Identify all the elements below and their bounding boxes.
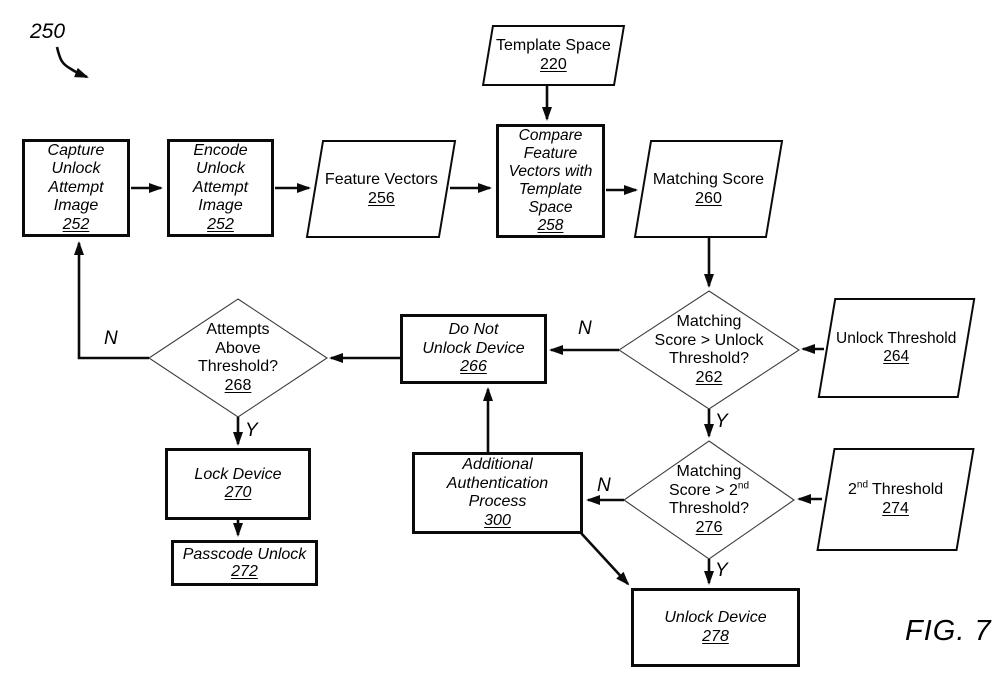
node-do-not-unlock-device: Do Not Unlock Device 266 (400, 314, 547, 384)
arrow-300-to-278-diagonal (580, 532, 630, 586)
figure-caption: FIG. 7 (905, 615, 992, 647)
node-label: Matching Score > 2nd Threshold? 276 (668, 463, 750, 536)
node-unlock-device: Unlock Device 278 (631, 588, 800, 667)
decision-matching-score-unlock-threshold: Matching Score > Unlock Threshold? 262 (629, 302, 789, 398)
node-label: Matching Score > Unlock Threshold? 262 (654, 313, 764, 386)
node-label: Capture Unlock Attempt Image 252 (47, 141, 105, 233)
branch-label-no-262: N (578, 318, 592, 339)
node-label: Unlock Device 278 (664, 609, 767, 645)
node-ref-number: 276 (695, 518, 723, 536)
node-label: Encode Unlock Attempt Image 252 (192, 141, 249, 233)
node-ref-number: 252 (207, 215, 234, 233)
node-ref-number: 220 (540, 55, 567, 73)
node-matching-score: Matching Score 260 (633, 140, 784, 238)
node-template-space: Template Space 220 (481, 25, 626, 86)
decision-matching-score-second-threshold: Matching Score > 2nd Threshold? 276 (634, 452, 784, 548)
node-ref-number: 258 (537, 217, 564, 234)
node-ref-number: 260 (695, 189, 722, 206)
node-passcode-unlock: Passcode Unlock 272 (171, 540, 318, 586)
figure-reference-number: 250 (30, 20, 66, 43)
node-additional-authentication-process: Additional Authentication Process 300 (412, 452, 583, 534)
node-ref-number: 266 (460, 358, 487, 376)
node-label: Do Not Unlock Device 266 (422, 321, 525, 376)
node-ref-number: 272 (231, 563, 258, 580)
node-lock-device: Lock Device 270 (165, 448, 311, 520)
node-unlock-threshold: Unlock Threshold 264 (817, 298, 976, 398)
node-ref-number: 264 (883, 348, 910, 365)
arrow-268-no-return-to-capture (74, 241, 149, 360)
node-compare-feature-vectors: Compare Feature Vectors with Template Sp… (496, 124, 605, 238)
node-ref-number: 262 (695, 368, 723, 386)
node-label: Passcode Unlock 272 (182, 546, 307, 580)
node-label: Compare Feature Vectors with Template Sp… (508, 127, 593, 234)
branch-label-no-276: N (597, 475, 611, 496)
branch-label-no-268: N (104, 328, 118, 349)
node-ref-number: 278 (702, 627, 729, 645)
decision-attempts-above-threshold: Attempts Above Threshold? 268 (163, 310, 313, 406)
node-label: Attempts Above Threshold? 268 (197, 321, 279, 394)
node-ref-number: 274 (882, 499, 909, 517)
node-label: Additional Authentication Process 300 (446, 456, 549, 529)
node-feature-vectors: Feature Vectors 256 (305, 140, 457, 238)
node-encode-unlock-attempt-image: Encode Unlock Attempt Image 252 (167, 139, 274, 237)
node-ref-number: 252 (62, 215, 90, 233)
node-label: Feature Vectors 256 (324, 170, 438, 207)
node-label: Unlock Threshold 264 (836, 330, 957, 365)
node-capture-unlock-attempt-image: Capture Unlock Attempt Image 252 (22, 139, 130, 237)
node-ref-number: 268 (224, 376, 252, 394)
node-ref-number: 300 (484, 511, 511, 529)
node-label: Matching Score 260 (652, 170, 765, 207)
node-label: Template Space 220 (496, 37, 611, 73)
superscript-nd: nd (856, 479, 868, 491)
node-ref-number: 270 (224, 484, 252, 501)
ref-250-squiggle-arrow (55, 46, 89, 79)
branch-label-yes-268: Y (245, 420, 258, 441)
superscript-nd: nd (737, 480, 750, 492)
branch-label-yes-276: Y (715, 560, 728, 581)
node-label: Lock Device 270 (194, 465, 282, 502)
node-ref-number: 256 (367, 189, 395, 206)
branch-label-yes-262: Y (715, 411, 728, 432)
